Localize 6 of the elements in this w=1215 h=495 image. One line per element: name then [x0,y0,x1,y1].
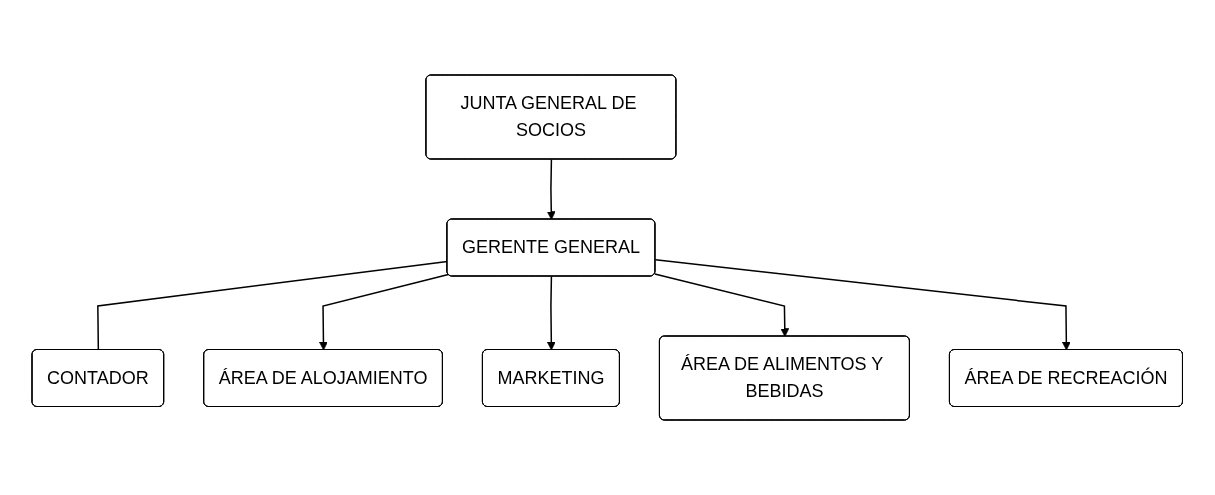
arrow [654,273,790,337]
arrow [547,275,556,351]
arrow [319,273,450,351]
arrow [547,158,556,220]
arrow [654,259,1071,351]
connector [97,260,449,351]
